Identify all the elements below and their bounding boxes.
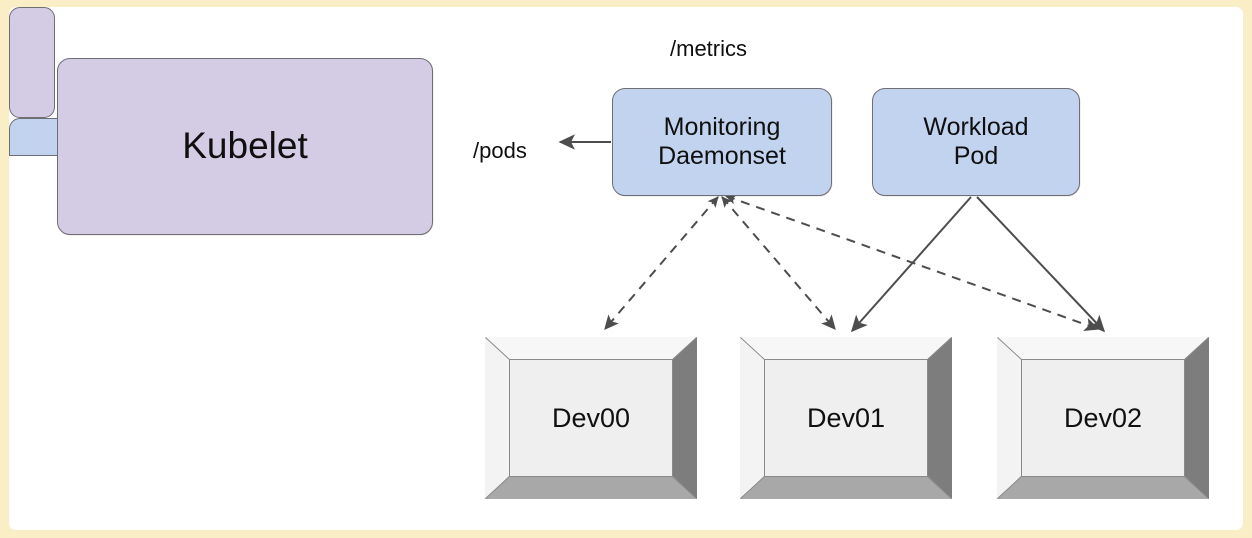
dev00-face: Dev00 bbox=[509, 359, 673, 477]
workload-label-line2: Pod bbox=[953, 142, 999, 170]
node-device-dev02[interactable]: Dev02 bbox=[997, 337, 1209, 499]
node-metrics-endpoint-label: /metrics bbox=[670, 36, 747, 61]
daemonset-label-line2: Daemonset bbox=[658, 142, 786, 170]
diagram-canvas: Kubelet /pods /metrics Monitoring Daemon… bbox=[9, 7, 1243, 530]
dev01-bevel-bottom bbox=[740, 476, 952, 499]
node-kubelet-label: Kubelet bbox=[182, 125, 308, 167]
dev02-bevel-top bbox=[997, 337, 1209, 360]
node-monitoring-daemonset[interactable]: Monitoring Daemonset bbox=[612, 88, 832, 196]
edge-workload-to-dev02 bbox=[976, 196, 1106, 333]
edge-dev02-to-daemonset bbox=[725, 194, 1100, 332]
node-pods-endpoint-label: /pods bbox=[473, 138, 527, 163]
dev01-bevel-left bbox=[740, 337, 765, 499]
node-kubelet[interactable]: Kubelet bbox=[57, 58, 433, 235]
dev02-face: Dev02 bbox=[1021, 359, 1185, 477]
device-label-dev01: Dev01 bbox=[806, 402, 886, 433]
dev02-bevel-right bbox=[1184, 337, 1209, 499]
dev01-face: Dev01 bbox=[764, 359, 928, 477]
workload-label-line1: Workload bbox=[923, 113, 1029, 141]
edge-dev00-to-daemonset bbox=[604, 196, 719, 331]
edge-workload-to-dev01 bbox=[851, 196, 972, 333]
dev00-bevel-right bbox=[672, 337, 697, 499]
node-device-dev01[interactable]: Dev01 bbox=[740, 337, 952, 499]
node-device-dev00[interactable]: Dev00 bbox=[485, 337, 697, 499]
node-pods-endpoint-tab[interactable] bbox=[9, 7, 55, 118]
device-label-dev02: Dev02 bbox=[1063, 402, 1143, 433]
dev00-bevel-top bbox=[485, 337, 697, 360]
dev02-bevel-left bbox=[997, 337, 1022, 499]
dev01-bevel-top bbox=[740, 337, 952, 360]
daemonset-label-line1: Monitoring bbox=[663, 113, 781, 141]
node-workload-pod-label: Workload Pod bbox=[923, 113, 1028, 171]
dev00-bevel-bottom bbox=[485, 476, 697, 499]
device-label-dev00: Dev00 bbox=[551, 402, 631, 433]
edge-dev01-to-daemonset bbox=[721, 196, 836, 331]
dev00-bevel-left bbox=[485, 337, 510, 499]
node-workload-pod[interactable]: Workload Pod bbox=[872, 88, 1080, 196]
node-monitoring-daemonset-label: Monitoring Daemonset bbox=[658, 113, 786, 171]
dev02-bevel-bottom bbox=[997, 476, 1209, 499]
dev01-bevel-right bbox=[927, 337, 952, 499]
